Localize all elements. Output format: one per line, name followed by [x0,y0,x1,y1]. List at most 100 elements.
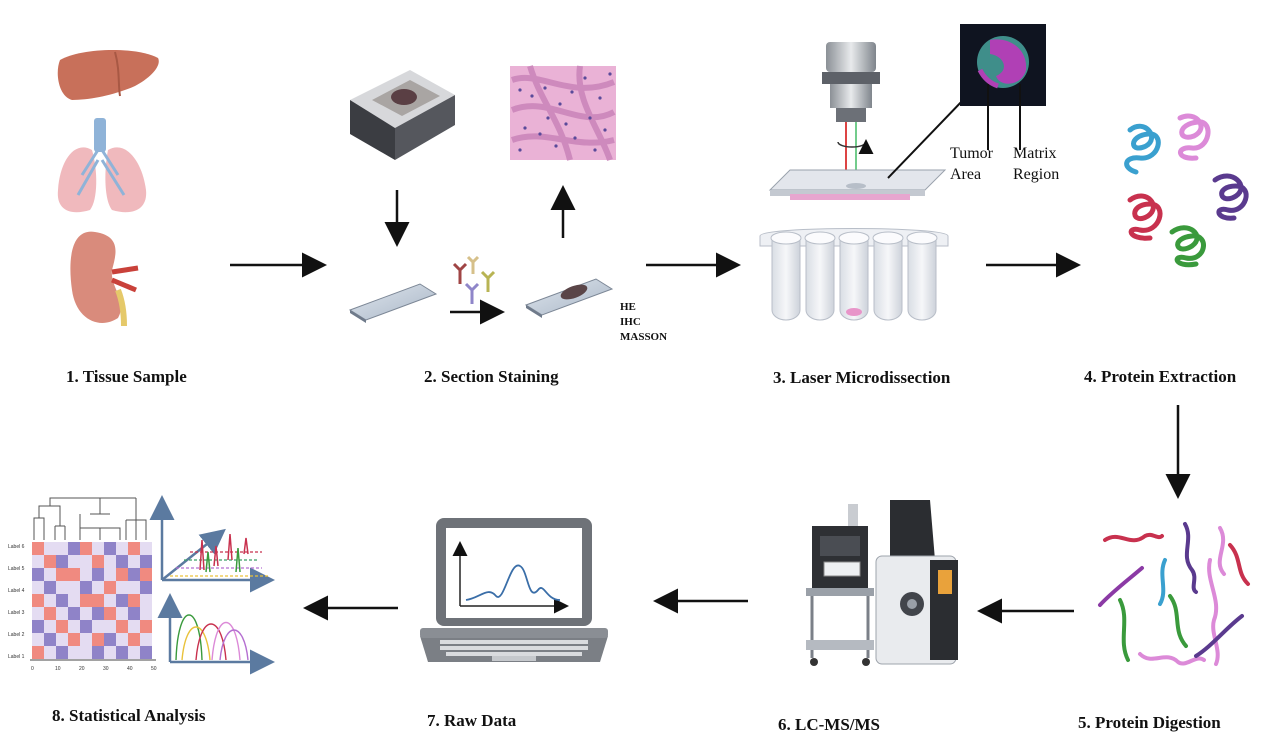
stain-he: HE [620,301,636,313]
step-label-section-staining: 2. Section Staining [424,367,559,386]
heatmap-cell [68,633,80,646]
stain-ihc: IHC [620,316,641,328]
step-label-protein-digestion: 5. Protein Digestion [1078,713,1221,732]
heatmap-cell [80,646,92,659]
heatmap-cell [128,542,140,555]
heatmap-x-tick: 50 [151,666,157,672]
step-label-protein-extraction: 4. Protein Extraction [1084,367,1237,386]
heatmap-cell [128,581,140,594]
heatmap-cell [116,633,128,646]
heatmap-cell [140,620,152,633]
heatmap-cell [140,594,152,607]
laptop-icon [420,518,608,662]
heatmap-cell [56,581,68,594]
heatmap-cell [32,568,44,581]
heatmap-cell [104,646,116,659]
step-label-tissue-sample: 1. Tissue Sample [66,367,187,386]
heatmap-cell [44,620,56,633]
heatmap-cell [104,594,116,607]
heatmap-cell [44,555,56,568]
heatmap-cell [80,568,92,581]
stain-methods: HE IHC MASSON [620,300,667,345]
heatmap-x-tick: 40 [127,666,133,672]
heatmap-cell [92,581,104,594]
heatmap-cell [32,620,44,633]
heatmap-cell [140,646,152,659]
folded-proteins-icon [1124,113,1249,268]
heatmap-cell [56,542,68,555]
heatmap-cell [92,646,104,659]
tumor-area-label: Tumor Area [950,145,993,183]
heatmap-cell [128,646,140,659]
matrix-region-label: Matrix Region [1013,145,1060,183]
heatmap-cell [104,633,116,646]
he-stain-image [510,65,616,161]
heatmap-cell [32,607,44,620]
heatmap-cell [32,542,44,555]
heatmap-cell [104,607,116,620]
heatmap-cell [68,646,80,659]
tissue-zoom-inset [887,24,1046,179]
heatmap-cell [128,555,140,568]
kidney-icon [70,231,139,327]
glass-slide-blank [348,283,438,323]
heatmap-cell [56,555,68,568]
heatmap-cell [44,581,56,594]
heatmap-cell [104,568,116,581]
glass-slide-stained [524,278,614,318]
lcm-slide-stage [768,169,947,200]
step-label-lc-ms: 6. LC-MS/MS [778,715,880,734]
heatmap-cell [140,607,152,620]
heatmap-cell [116,581,128,594]
cryostat-icon [350,70,455,160]
flow-arrows [230,185,1191,624]
heatmap-cell [104,555,116,568]
peptides-icon [1098,522,1250,666]
heatmap-cell [116,542,128,555]
lungs-icon [57,118,147,213]
heatmap-x-tick: 10 [55,666,61,672]
microscope-objective-icon [822,42,880,180]
heatmap-cell [68,581,80,594]
heatmap-cell [56,620,68,633]
heatmap-cell [80,607,92,620]
heatmap-cell [44,607,56,620]
heatmap-row-label: Label 6 [8,544,25,550]
heatmap-cell [92,620,104,633]
spectra-3d-plot [149,495,275,593]
heatmap-cell [128,594,140,607]
heatmap-cell [92,568,104,581]
heatmap-cell [80,594,92,607]
heatmap-cell [116,568,128,581]
heatmap-cell [140,568,152,581]
heatmap-cell [116,555,128,568]
heatmap-cell [32,646,44,659]
heatmap-row-label: Label 5 [8,566,25,572]
heatmap-cell [92,594,104,607]
heatmap-cell [56,607,68,620]
heatmap-cell [104,542,116,555]
step-label-statistical-analysis: 8. Statistical Analysis [52,706,206,725]
heatmap-x-tick: 30 [103,666,109,672]
heatmap-cell [32,555,44,568]
heatmap-cell [56,646,68,659]
heatmap-cell [68,568,80,581]
heatmap-cell [116,646,128,659]
heatmap-cell [44,542,56,555]
dendrogram [33,497,147,540]
heatmap-cell [56,633,68,646]
peak-arcs-plot [157,593,275,675]
heatmap-cell [116,594,128,607]
heatmap-cell [140,555,152,568]
heatmap-row-label: Label 3 [8,610,25,616]
heatmap-cell [32,594,44,607]
heatmap-cell [140,633,152,646]
heatmap-cell [68,555,80,568]
heatmap-cell [44,646,56,659]
heatmap-cell [92,555,104,568]
heatmap-cell [80,542,92,555]
heatmap-x-tick: 0 [31,666,34,672]
heatmap-row-label: Label 1 [8,654,25,660]
